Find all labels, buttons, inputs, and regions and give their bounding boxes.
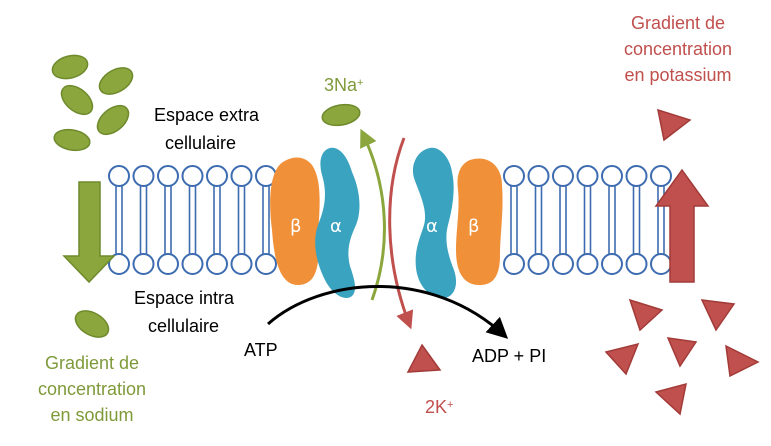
pump-alpha-right: α bbox=[412, 147, 457, 299]
beta-left-label: β bbox=[290, 216, 302, 237]
intracellular-label-line2: cellulaire bbox=[148, 316, 220, 336]
adp-label: ADP + PI bbox=[472, 346, 547, 366]
extracellular-label-line1: Espace extra bbox=[154, 105, 260, 125]
lipid-head bbox=[181, 253, 204, 275]
pump-beta-right: β bbox=[456, 158, 503, 286]
lipid-head bbox=[181, 165, 204, 187]
potassium-gradient-arrow-icon bbox=[654, 168, 710, 283]
pump-beta-left: β bbox=[270, 157, 320, 285]
lipid-bilayer-left bbox=[108, 165, 277, 275]
lipid-head bbox=[132, 253, 155, 275]
lipid-head bbox=[527, 165, 550, 187]
alpha-left-label: α bbox=[330, 216, 342, 237]
sodium-gradient-arrow-icon bbox=[62, 181, 116, 284]
lipid-head bbox=[108, 165, 130, 187]
sodium-ion-icons bbox=[51, 54, 361, 338]
lipid-head bbox=[552, 165, 574, 187]
lipid-bilayer-right bbox=[503, 165, 672, 275]
beta-right-label: β bbox=[468, 216, 480, 237]
lipid-head bbox=[625, 253, 648, 275]
lipid-head bbox=[576, 253, 599, 275]
atp-label: ATP bbox=[244, 340, 278, 360]
lipid-head bbox=[503, 165, 525, 187]
lipid-head bbox=[157, 165, 179, 187]
lipid-head bbox=[255, 253, 277, 275]
pump-alpha-left: α bbox=[315, 147, 360, 299]
atp-hydrolysis-arrow bbox=[267, 285, 509, 339]
lipid-head bbox=[552, 253, 574, 275]
lipid-head bbox=[230, 253, 253, 275]
potassium-ion-label: 2K+ bbox=[425, 397, 454, 417]
lipid-head bbox=[108, 253, 130, 275]
potassium-gradient-label: Gradient de concentration en potassium bbox=[623, 13, 733, 85]
lipid-head bbox=[132, 165, 155, 187]
alpha-right-label: α bbox=[426, 216, 438, 237]
lipid-head bbox=[206, 253, 228, 275]
lipid-head bbox=[157, 253, 179, 275]
sodium-gradient-label: Gradient de concentration en sodium bbox=[37, 353, 147, 425]
extracellular-label-line2: cellulaire bbox=[165, 133, 237, 153]
lipid-head bbox=[650, 253, 672, 275]
lipid-head bbox=[527, 253, 550, 275]
potassium-ion-icons bbox=[406, 108, 760, 416]
lipid-head bbox=[650, 165, 672, 187]
lipid-head bbox=[206, 165, 228, 187]
lipid-head bbox=[601, 253, 623, 275]
lipid-head bbox=[576, 165, 599, 187]
lipid-head bbox=[503, 253, 525, 275]
lipid-head bbox=[230, 165, 253, 187]
sodium-ion-label: 3Na+ bbox=[324, 75, 364, 95]
potassium-transport-arrow bbox=[388, 137, 414, 330]
intracellular-label-line1: Espace intra bbox=[134, 288, 235, 308]
lipid-head bbox=[601, 165, 623, 187]
lipid-head bbox=[625, 165, 648, 187]
sodium-transport-arrow bbox=[360, 128, 386, 301]
